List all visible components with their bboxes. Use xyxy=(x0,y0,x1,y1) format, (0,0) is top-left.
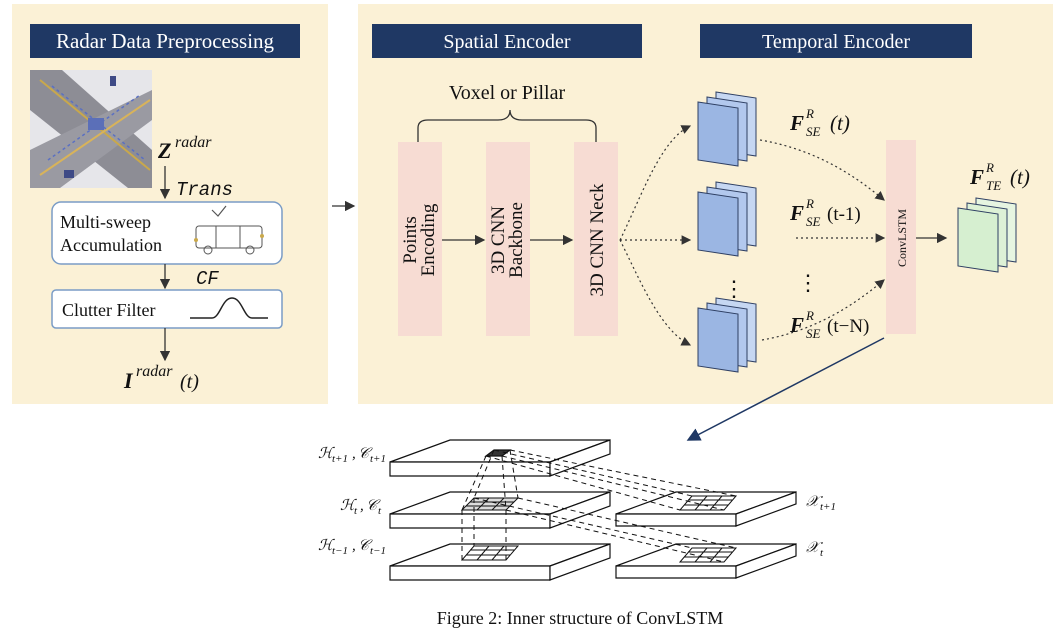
radar-map-thumbnail xyxy=(30,70,152,188)
svg-text:R: R xyxy=(805,308,814,323)
voxel-or-pillar-label: Voxel or Pillar xyxy=(449,82,566,104)
kernel-grid-t-minus-1 xyxy=(460,545,520,561)
svg-text:t−1: t−1 xyxy=(370,545,386,557)
svg-text:F: F xyxy=(789,111,804,135)
svg-text:ℋ: ℋ xyxy=(340,498,357,514)
svg-text:(t): (t) xyxy=(1010,165,1030,189)
input-layer-t xyxy=(615,543,797,579)
svg-text:,: , xyxy=(352,538,356,554)
f-se-label-t: F R SE (t) xyxy=(789,106,850,139)
i-radar-symbol: I xyxy=(123,368,134,393)
svg-text:𝒳: 𝒳 xyxy=(806,494,823,510)
points-encoding-block xyxy=(398,142,442,336)
svg-text:t−1: t−1 xyxy=(332,545,348,557)
i-radar-argument: (t) xyxy=(180,371,199,393)
svg-text:R: R xyxy=(805,106,814,121)
feature-map-stack-t-minus-n xyxy=(697,297,757,373)
z-radar-symbol: Z xyxy=(157,138,171,163)
label-h-t-minus-1: ℋ t−1 , 𝒞 t−1 xyxy=(318,538,386,557)
spatial-title: Spatial Encoder xyxy=(443,31,571,53)
fan-out-arrows xyxy=(619,125,692,346)
gaussian-curve-icon xyxy=(190,297,268,319)
convlstm-input-arrows xyxy=(759,139,886,341)
convlstm-label: ConvLSTM xyxy=(895,209,909,267)
svg-text:R: R xyxy=(985,160,994,175)
cnn-backbone-line1: 3D CNN xyxy=(488,206,509,274)
svg-text:F: F xyxy=(789,201,804,225)
svg-text:ℋ: ℋ xyxy=(318,446,335,462)
svg-text:t: t xyxy=(378,505,382,517)
clutter-filter-label: Clutter Filter xyxy=(62,300,156,320)
f-se-label-t-minus-n: F R SE (t−N) xyxy=(789,308,869,341)
svg-text:R: R xyxy=(805,196,814,211)
label-x-t: 𝒳 t xyxy=(806,540,824,559)
points-encoding-line2: Encoding xyxy=(418,203,439,276)
feature-map-stack-t xyxy=(697,91,757,167)
temporal-title: Temporal Encoder xyxy=(762,31,910,53)
svg-text:t: t xyxy=(820,547,824,559)
label-h-t: ℋ t , 𝒞 t xyxy=(340,498,382,517)
hidden-state-layer-t xyxy=(389,491,611,529)
cnn-backbone-line2: Backbone xyxy=(506,202,527,278)
label-ellipsis: ⋮ xyxy=(797,270,819,295)
hidden-state-layer-t-plus-1 xyxy=(389,439,611,477)
z-radar-superscript: radar xyxy=(175,134,212,151)
preprocessing-header xyxy=(30,24,300,58)
convlstm-detail-diagram xyxy=(389,439,797,581)
svg-text:𝒳: 𝒳 xyxy=(806,540,823,556)
convlstm-block xyxy=(886,140,916,334)
temporal-header xyxy=(700,24,972,58)
voxel-brace xyxy=(417,109,597,142)
svg-text:(t−N): (t−N) xyxy=(827,316,869,337)
cnn-neck-block xyxy=(574,142,618,336)
svg-text:,: , xyxy=(360,498,364,514)
output-feature-map-stack xyxy=(957,197,1017,273)
f-se-label-t-minus-1: F R SE (t-1) xyxy=(789,196,861,229)
encoder-panel: Spatial Encoder Temporal Encoder Voxel o… xyxy=(358,4,1053,404)
svg-text:t+1: t+1 xyxy=(820,501,836,513)
detail-callout-arrow xyxy=(686,337,885,441)
svg-text:SE: SE xyxy=(806,214,821,229)
svg-text:SE: SE xyxy=(806,326,821,341)
cnn-backbone-block xyxy=(486,142,530,336)
feature-map-stack-t-minus-1 xyxy=(697,181,757,257)
hidden-state-layer-t-minus-1 xyxy=(389,543,611,581)
i-radar-superscript: radar xyxy=(136,363,173,380)
cnn-neck-label: 3D CNN Neck xyxy=(587,183,608,296)
points-encoding-line1: Points xyxy=(400,216,421,264)
accumulation-label-line1: Multi-sweep xyxy=(60,212,151,232)
svg-text:F: F xyxy=(789,313,804,337)
svg-text:t+1: t+1 xyxy=(370,453,386,465)
preprocessing-panel: Radar Data Preprocessing Z radar Trans M… xyxy=(12,4,328,404)
convolution-dashed-lines xyxy=(461,449,737,563)
label-h-t-plus-1: ℋ t+1 , 𝒞 t+1 xyxy=(318,446,386,465)
accumulation-label-line2: Accumulation xyxy=(60,235,162,255)
input-layer-t-plus-1 xyxy=(615,491,797,527)
vehicle-schematic-icon xyxy=(194,205,264,255)
svg-text:(t): (t) xyxy=(830,111,850,135)
svg-text:,: , xyxy=(352,446,356,462)
svg-text:t+1: t+1 xyxy=(332,453,348,465)
trans-label: Trans xyxy=(176,179,233,201)
svg-text:TE: TE xyxy=(986,178,1001,193)
svg-text:ℋ: ℋ xyxy=(318,538,335,554)
svg-text:t: t xyxy=(354,505,358,517)
preprocessing-title: Radar Data Preprocessing xyxy=(56,29,275,53)
label-x-t-plus-1: 𝒳 t+1 xyxy=(806,494,836,513)
svg-text:SE: SE xyxy=(806,124,821,139)
f-te-label: F R TE (t) xyxy=(969,160,1030,193)
svg-text:(t-1): (t-1) xyxy=(827,204,861,225)
spatial-header xyxy=(372,24,642,58)
stack-ellipsis: ⋮ xyxy=(723,276,745,301)
cf-label: CF xyxy=(196,268,219,290)
svg-text:F: F xyxy=(969,165,984,189)
figure-caption: Figure 2: Inner structure of ConvLSTM xyxy=(437,608,723,628)
clutter-filter-box xyxy=(51,289,283,329)
